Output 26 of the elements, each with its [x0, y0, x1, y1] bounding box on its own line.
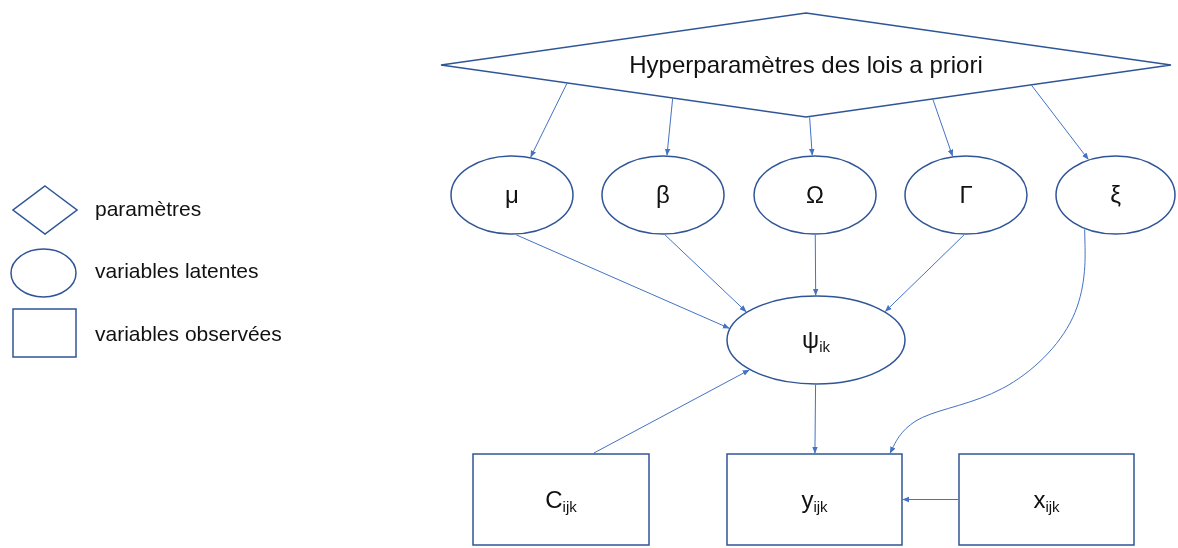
node-label: β: [656, 181, 670, 209]
node-label: μ: [505, 181, 519, 209]
legend-label: variables observées: [95, 322, 282, 346]
arrow: [664, 234, 747, 313]
node-label: ξ: [1110, 181, 1121, 209]
node-label: x$_{ijk}$: [1033, 485, 1060, 514]
node-label: y$_{ijk}$: [801, 485, 828, 514]
node-label: Γ: [959, 181, 973, 209]
arrow: [515, 234, 730, 329]
node-label: C$_{ijk}$: [545, 485, 577, 514]
arrow: [812, 384, 818, 454]
arrow: [809, 116, 815, 156]
arrow: [664, 98, 674, 156]
arrow: [889, 228, 1086, 454]
arrow: [1031, 84, 1089, 160]
arrow: [593, 369, 750, 454]
arrow: [884, 234, 965, 312]
node-label: Ω: [806, 181, 824, 209]
arrow: [932, 99, 954, 157]
arrow: [902, 496, 959, 503]
legend-label: variables latentes: [95, 259, 259, 283]
arrow: [530, 82, 568, 158]
arrow: [812, 234, 819, 296]
legend-label: paramètres: [95, 197, 202, 221]
node-label: Hyperparamètres des lois a priori: [629, 51, 983, 79]
node-label: ψ$_{ik}$: [802, 325, 830, 355]
